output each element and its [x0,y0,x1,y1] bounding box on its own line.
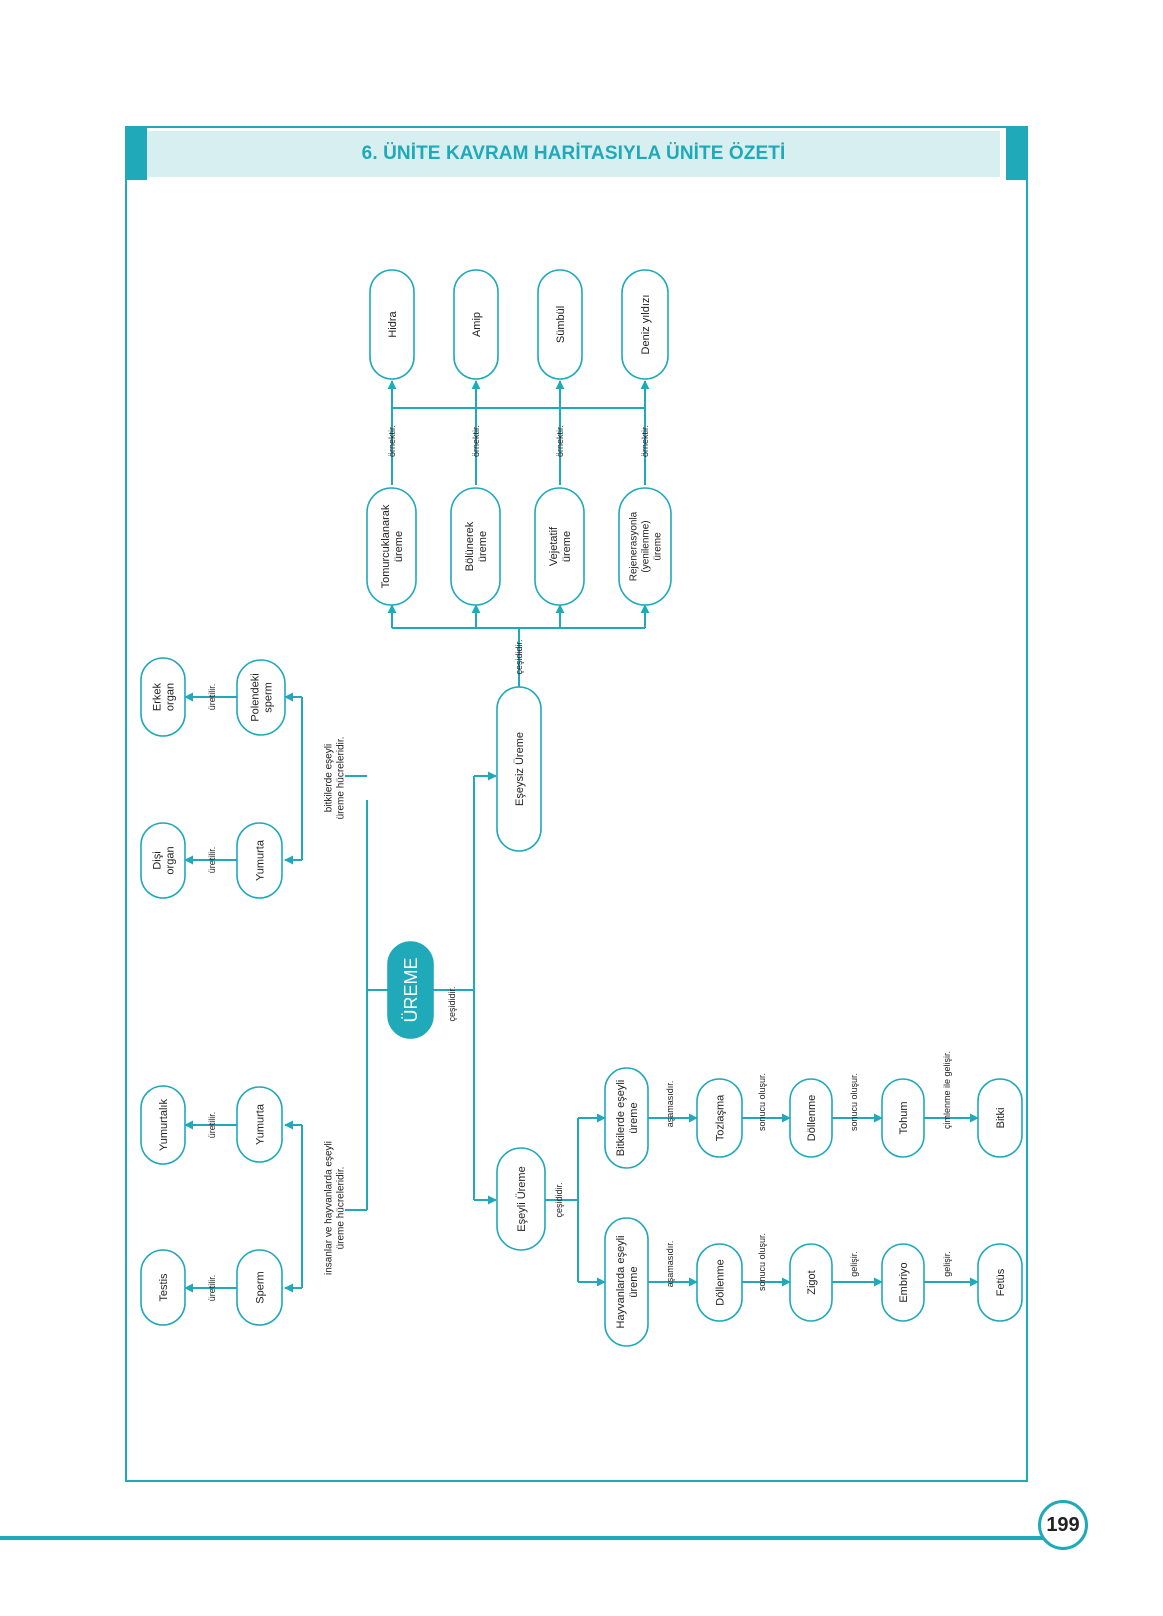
node-yumurta-h-box [236,1086,283,1163]
node-embriyo-label: Embriyo [898,1262,910,1302]
node-testis-label: Testis [158,1273,170,1302]
node-zigot-box [789,1243,833,1322]
node-tozlasma-label: Tozlaşma [714,1094,726,1141]
node-yumurtalik-box [140,1085,186,1165]
link-sonucu-dollenme: sonucu oluşur. [849,1073,859,1131]
link-sonucu-tozlasma: sonucu oluşur. [757,1073,767,1131]
node-embriyo-box [881,1243,925,1322]
node-yumurtalik-label: Yumurtalık [158,1099,170,1151]
node-bitki-eseyli-label: Bitkilerde eşeyliüreme [615,1080,640,1156]
node-zigot-label: Zigot [806,1270,818,1294]
node-tohum-box [881,1078,925,1158]
node-eseyli-box [496,1147,546,1251]
link-asama-hayvan: aşamasıdır. [665,1241,675,1288]
node-hayvan-eseyli-box [604,1217,649,1347]
node-tomurcuk-box [366,487,417,606]
content-frame [125,126,1028,1482]
link-ornek-sumbul: örnektir. [555,425,565,457]
node-dollenme-h-box [696,1243,743,1322]
link-sonucu-dollenme-h: sonucu oluşur. [757,1233,767,1291]
node-yumurta-h-label: Yumurta [254,1103,266,1145]
node-disi-organ-box [140,822,186,899]
link-uretilir-disi: üretilir. [207,847,217,874]
link-ureme-cesididir: çeşididir. [447,986,457,1021]
node-hidra-box [369,269,415,380]
node-hidra-label: Hidra [387,310,399,337]
node-erkek-organ-box [140,657,186,737]
link-asama-bitki: aşamasıdır. [665,1081,675,1128]
node-eseyli-label: Eşeyli Üreme [516,1166,528,1231]
page-title: 6. ÜNİTE KAVRAM HARİTASIYLA ÜNİTE ÖZETİ [361,143,786,164]
page-number-circle [1038,1500,1088,1550]
link-ornek-hidra: örnektir. [387,425,397,457]
link-gelisir-embriyo: gelişir. [942,1251,952,1277]
node-tozlasma-box [696,1078,743,1158]
link-cimlenme: çimlenme ile gelişir. [942,1051,952,1129]
title-bar [147,131,1000,177]
node-hayvan-eseyli-label: Hayvanlarda eşeyliüreme [615,1236,640,1329]
title-tab-right [1006,126,1028,180]
link-insan-hucre: insanlar ve hayvanlarda eşeyliüreme hücr… [324,1141,347,1275]
node-ureme-label: ÜREME [401,957,421,1022]
node-bitki-eseyli-box [604,1067,649,1169]
title-tab-left [125,126,147,180]
node-sperm-h-box [236,1249,283,1326]
node-dollenme-b-box [789,1078,833,1158]
link-eseyli-cesididir: çeşididir. [554,1182,564,1217]
link-uretilir-erkek: üretilir. [207,684,217,711]
link-ornek-amip: örnektir. [471,425,481,457]
node-ureme-box [387,941,434,1039]
node-erkek-organ-label: Erkekorgan [151,682,176,711]
node-bitki-label: Bitki [995,1108,1007,1129]
link-eseysiz-cesididir: çeşididir. [514,639,524,674]
node-testis-box [140,1249,186,1326]
node-denizyildizi-box [621,269,669,380]
link-ornek-deniz: örnektir. [640,425,650,457]
node-bolunerek-box [450,487,501,606]
page-number: 199 [1046,1514,1080,1536]
node-sumbul-label: Sümbül [555,306,567,343]
node-disi-organ-label: Dişiorgan [151,846,176,874]
footer-rule [0,1536,1050,1540]
node-amip-label: Amip [471,312,483,337]
node-vejetatif-box [534,487,585,606]
node-sumbul-box [537,269,583,380]
link-uretilir-testis: üretilir. [207,1275,217,1302]
link-gelisir-zigot: gelişir. [849,1251,859,1277]
link-bitki-hucre: bitkilerde eşeyliüreme hücreleridir. [324,737,347,820]
node-tohum-label: Tohum [898,1101,910,1134]
link-uretilir-yumurtalik: üretilir. [207,1112,217,1139]
node-denizyildizi-label: Deniz yıldızı [640,295,652,355]
node-eseysiz-box [496,686,542,852]
node-yumurta-b-box [236,822,283,899]
node-fetus-label: Fetüs [995,1268,1007,1296]
node-vejetatif-label: Vejetatifüreme [548,526,573,566]
node-yumurta-b-label: Yumurta [254,839,266,881]
node-bolunerek-label: Bölünereküreme [464,521,489,571]
node-eseysiz-label: Eşeysiz Üreme [514,732,526,806]
node-rejenerasyon-label: Rejenerasyonla(yenilenme)üreme [629,511,664,581]
node-tomurcuk-label: Tomurcuklanaraküreme [380,504,405,588]
node-fetus-box [977,1243,1023,1322]
node-dollenme-h-label: Döllenme [714,1259,726,1305]
node-rejenerasyon-box [618,487,672,606]
node-dollenme-b-label: Döllenme [806,1095,818,1141]
node-sperm-h-label: Sperm [254,1271,266,1303]
node-bitki-box [977,1078,1023,1158]
node-polen-sperm-box [236,659,286,736]
node-polen-sperm-label: Polendekisperm [249,673,274,721]
node-amip-box [453,269,499,380]
